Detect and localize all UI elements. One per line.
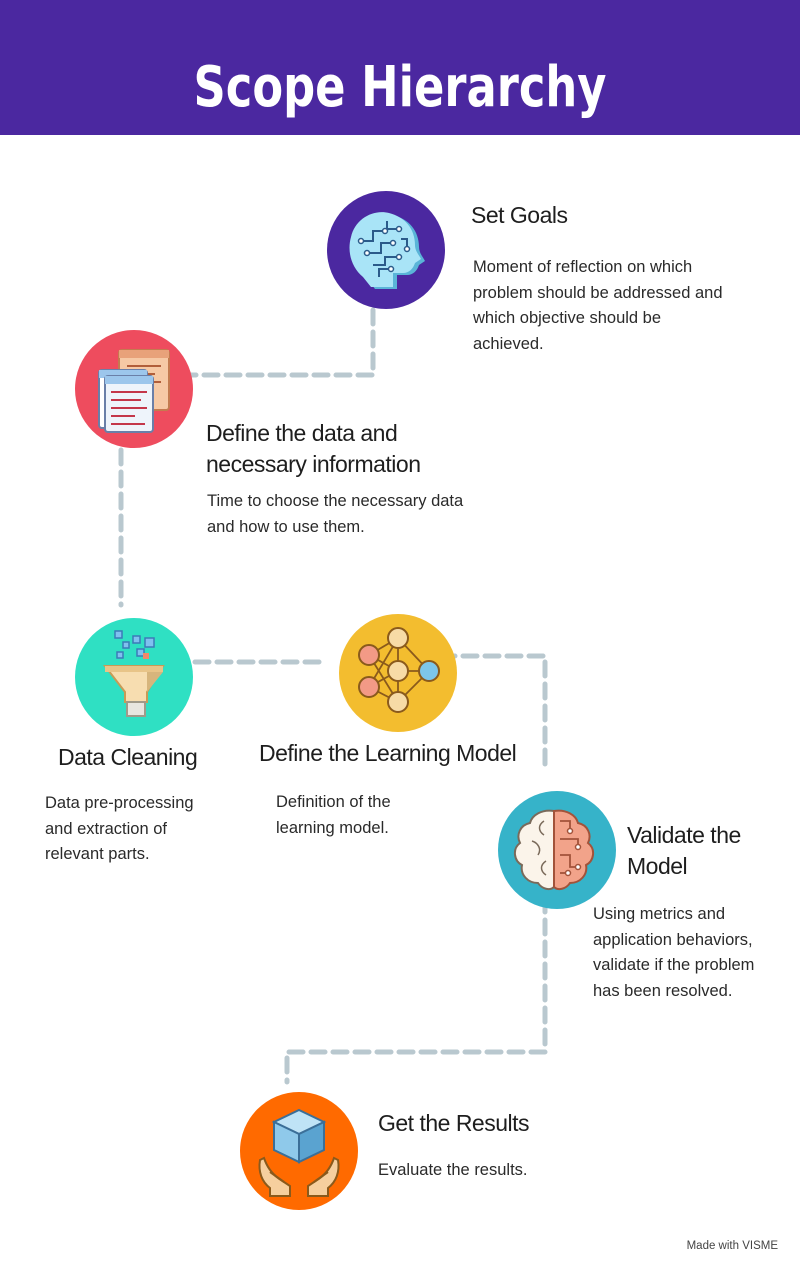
validate-model-title: Validate the Model xyxy=(627,822,741,879)
get-results-description: Evaluate the results. xyxy=(378,1161,528,1179)
define-data-circle xyxy=(75,330,193,448)
header-banner: Scope Hierarchy xyxy=(0,0,800,135)
made-with-visme-credit[interactable]: Made with VISME xyxy=(686,1240,778,1252)
cube-hands-icon xyxy=(258,1108,340,1197)
define-data-description: Time to choose the necessary data and ho… xyxy=(207,492,464,536)
set-goals-circle xyxy=(327,191,445,309)
get-results-circle xyxy=(240,1092,358,1210)
page-title: Scope Hierarchy xyxy=(193,54,607,120)
learning-model-title: Define the Learning Model xyxy=(259,740,517,766)
validate-model-circle xyxy=(498,791,616,909)
data-cleaning-circle xyxy=(75,618,193,736)
set-goals-title: Set Goals xyxy=(471,202,568,228)
validate-model-description: Using metrics and application behaviors,… xyxy=(593,905,755,1000)
learning-model-description: Definition of the learning model. xyxy=(276,793,391,837)
data-cleaning-description: Data pre-processing and extraction of re… xyxy=(45,794,194,863)
data-cleaning-title: Data Cleaning xyxy=(58,744,198,770)
define-data-title: Define the data and necessary informatio… xyxy=(206,420,421,477)
set-goals-description: Moment of reflection on which problem sh… xyxy=(473,258,723,353)
head-circuit-icon xyxy=(349,212,425,289)
brain-icon xyxy=(514,809,594,891)
documents-icon xyxy=(98,349,170,433)
get-results-title: Get the Results xyxy=(378,1110,530,1136)
neural-network-icon xyxy=(358,627,440,713)
funnel-icon xyxy=(102,630,165,717)
learning-model-circle xyxy=(339,614,457,732)
